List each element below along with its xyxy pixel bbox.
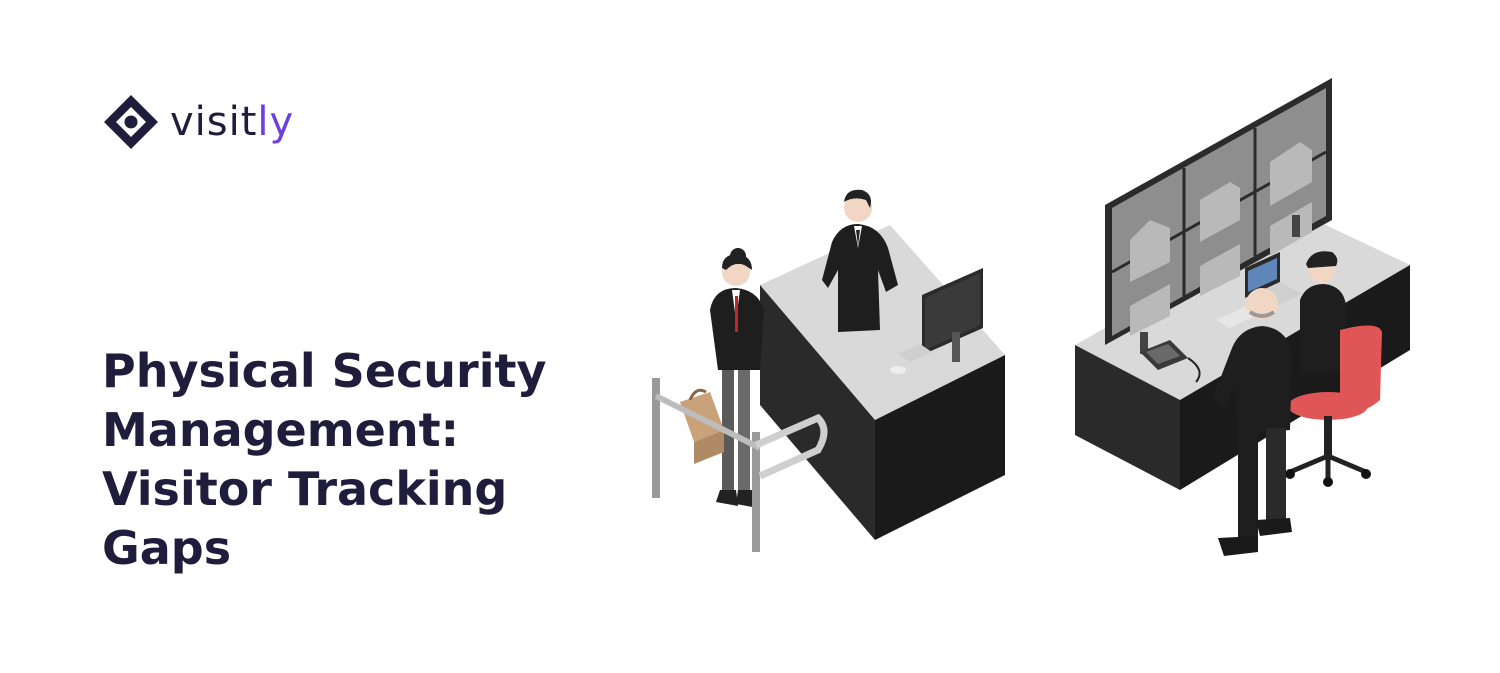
title-line-4: Gaps	[102, 521, 232, 575]
office-chair-icon	[1285, 325, 1382, 487]
phone-icon	[1140, 340, 1201, 383]
security-monitor-wall-icon	[1105, 78, 1332, 354]
seated-guard-icon	[1300, 251, 1346, 376]
security-illustration	[652, 78, 1410, 556]
turnstile-icon	[652, 378, 828, 552]
brand-name-main: visit	[170, 99, 258, 145]
title-line-3: Visitor Tracking	[102, 462, 508, 516]
monitor-icon	[890, 268, 983, 374]
reception-desk-icon	[760, 225, 1005, 540]
brand-wordmark: visitly	[170, 102, 294, 142]
title-line-2: Management:	[102, 403, 459, 457]
brand-logo[interactable]: visitly	[102, 92, 294, 152]
title-line-1: Physical Security	[102, 344, 547, 398]
brand-name-accent: ly	[257, 99, 295, 145]
visitor-icon	[710, 248, 764, 508]
page-title: Physical Security Management: Visitor Tr…	[102, 342, 562, 578]
receptionist-icon	[822, 189, 898, 332]
visitly-logo-icon	[104, 95, 158, 149]
security-guard-icon	[1212, 288, 1292, 556]
